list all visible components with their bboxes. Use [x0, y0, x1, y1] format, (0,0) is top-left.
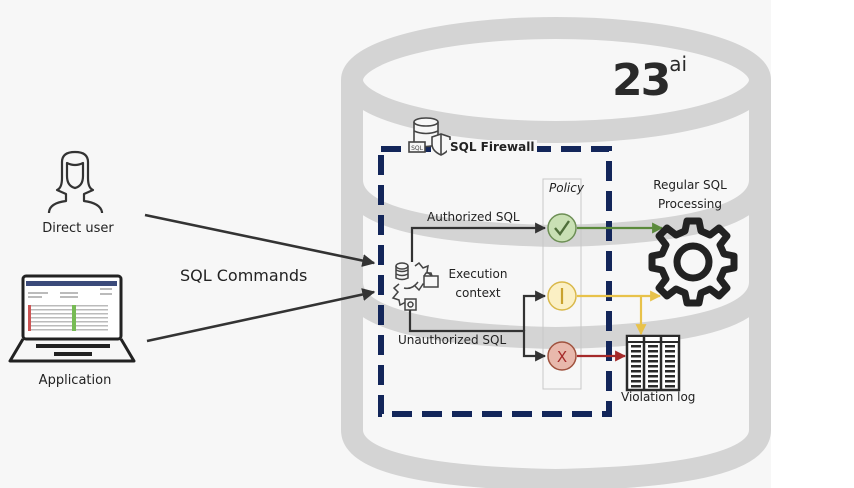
policy-label: Policy — [549, 181, 584, 195]
log-row-line — [648, 345, 658, 348]
application-label: Application — [38, 373, 112, 388]
policy-column — [542, 178, 582, 390]
log-row-line — [665, 365, 675, 368]
person-icon — [47, 150, 104, 214]
log-row-line — [631, 350, 641, 353]
log-row-line — [648, 370, 658, 373]
log-row-line — [631, 355, 641, 358]
log-row-line — [631, 360, 641, 363]
log-row-line — [665, 370, 675, 373]
execution-context-label: Execution context — [449, 265, 508, 303]
log-row-line — [631, 370, 641, 373]
execution-context-line-1: Execution — [448, 267, 508, 281]
check-icon — [554, 220, 570, 236]
version-badge: 23ai — [612, 52, 687, 106]
processing-line-1: Regular SQL — [653, 178, 727, 192]
user-to-firewall-arrow — [144, 213, 376, 267]
log-row-line — [665, 380, 675, 383]
log-row-line — [648, 360, 658, 363]
x-icon: X — [557, 348, 567, 366]
log-row-line — [631, 380, 641, 383]
processing-line-2: Processing — [657, 197, 723, 211]
authorized-sql-label: Authorized SQL — [427, 210, 520, 224]
log-row-line — [648, 355, 658, 358]
firewall-boundary — [378, 146, 612, 417]
warning-path — [522, 290, 547, 331]
direct-user-label: Direct user — [42, 221, 114, 236]
log-row-line — [648, 380, 658, 383]
log-row-line — [631, 385, 641, 388]
database-shield-icon — [408, 117, 451, 156]
log-row-line — [648, 350, 658, 353]
database-cylinder — [341, 17, 771, 488]
app-to-firewall-arrow — [146, 288, 376, 343]
log-row-line — [631, 365, 641, 368]
sql-commands-label: SQL Commands — [180, 266, 308, 285]
version-superscript: ai — [669, 52, 688, 76]
sql-badge-text: SQL — [411, 145, 424, 152]
log-row-line — [665, 385, 675, 388]
policy-block: X — [547, 341, 577, 371]
log-row-line — [648, 385, 658, 388]
log-row-line — [648, 365, 658, 368]
log-row-line — [665, 355, 675, 358]
execution-context-icon — [391, 261, 439, 311]
laptop-icon — [8, 274, 136, 363]
log-row-line — [631, 375, 641, 378]
log-row-line — [665, 375, 675, 378]
diagram-background — [0, 0, 771, 488]
gear-icon — [648, 217, 738, 307]
log-table-icon — [625, 334, 681, 392]
authorized-path — [410, 222, 547, 262]
log-row-line — [665, 360, 675, 363]
log-row-line — [665, 345, 675, 348]
violation-log-label: Violation log — [621, 390, 696, 404]
policy-warn — [547, 281, 577, 311]
unauthorized-sql-label: Unauthorized SQL — [398, 333, 507, 347]
version-number: 23 — [612, 55, 671, 106]
execution-context-line-2: context — [455, 286, 501, 300]
firewall-label: SQL Firewall — [447, 140, 538, 154]
policy-allow — [547, 213, 577, 243]
log-row-line — [665, 350, 675, 353]
processing-label: Regular SQL Processing — [653, 176, 727, 214]
log-row-line — [648, 375, 658, 378]
log-row-line — [631, 345, 641, 348]
